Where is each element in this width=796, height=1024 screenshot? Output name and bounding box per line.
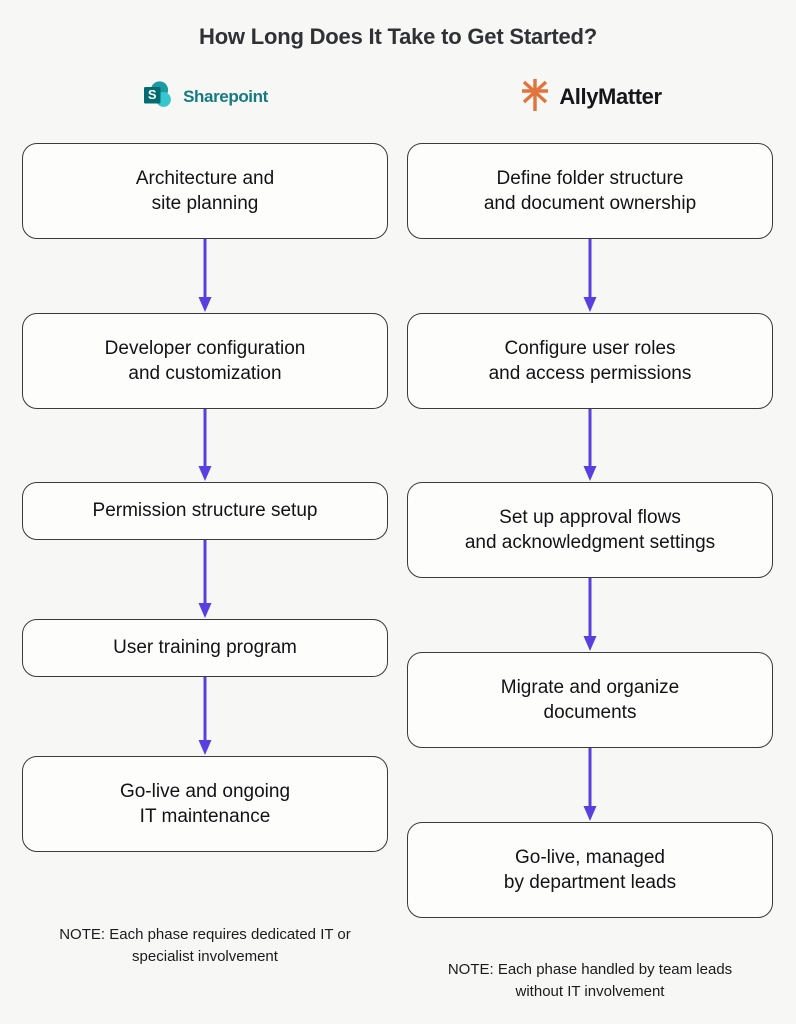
note-allymatter: NOTE: Each phase handled by team leads w… bbox=[447, 961, 733, 1000]
arrow-down-icon bbox=[198, 239, 212, 312]
flow-arrow bbox=[407, 578, 773, 652]
flow-arrow bbox=[22, 409, 388, 482]
arrow-down-icon bbox=[583, 239, 597, 312]
flow-arrow bbox=[22, 677, 388, 756]
sharepoint-logo-icon: S bbox=[142, 79, 176, 116]
arrow-down-icon bbox=[198, 409, 212, 481]
flow-node[interactable]: User training program bbox=[22, 619, 388, 677]
brand-name-sharepoint: Sharepoint bbox=[183, 87, 268, 106]
svg-text:S: S bbox=[148, 87, 157, 102]
allymatter-starburst-icon bbox=[518, 77, 552, 118]
brand-allymatter: AllyMatter bbox=[407, 74, 773, 120]
note-sharepoint: NOTE: Each phase requires dedicated IT o… bbox=[59, 926, 351, 965]
arrow-down-icon bbox=[583, 748, 597, 821]
arrow-down-icon bbox=[198, 677, 212, 755]
flow-arrow bbox=[407, 239, 773, 313]
arrow-down-icon bbox=[198, 540, 212, 618]
flow-arrow bbox=[22, 540, 388, 619]
brand-name-allymatter: AllyMatter bbox=[559, 84, 662, 109]
flow-node-label: User training program bbox=[113, 637, 297, 659]
brand-sharepoint: S Sharepoint bbox=[22, 74, 388, 120]
page-title: How Long Does It Take to Get Started? bbox=[199, 24, 597, 49]
arrow-down-icon bbox=[583, 578, 597, 651]
flow-node[interactable]: Permission structure setup bbox=[22, 482, 388, 540]
flow-node-label: Permission structure setup bbox=[92, 500, 318, 522]
flow-arrow bbox=[22, 239, 388, 313]
arrow-down-icon bbox=[583, 409, 597, 481]
flow-arrow bbox=[407, 409, 773, 482]
flow-arrow bbox=[407, 748, 773, 822]
